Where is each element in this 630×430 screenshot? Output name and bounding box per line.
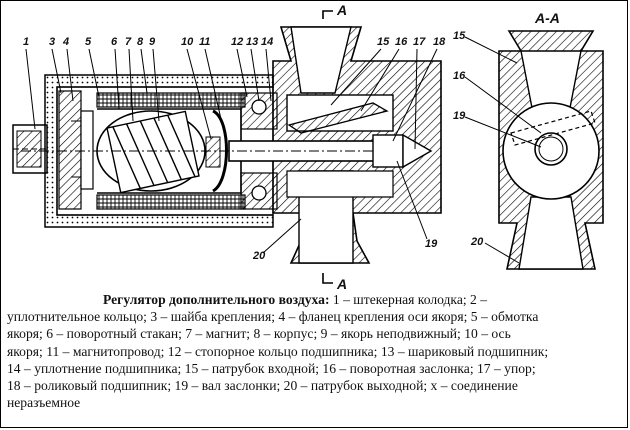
callout-16: 16: [395, 36, 408, 48]
callout-a-15: 15: [453, 30, 466, 42]
callout-labels: 1 3 4 5 6 7 8 9 10 11 12 13 14 15 16 17 …: [23, 36, 446, 262]
callout-11: 11: [199, 36, 210, 48]
section-line-a: [322, 10, 333, 284]
callout-14: 14: [261, 36, 273, 48]
callout-18: 18: [433, 36, 446, 48]
section-leader-lines: [464, 36, 542, 264]
view-title: А-А: [534, 10, 560, 26]
leader-lines: [25, 48, 438, 254]
callout-4: 4: [62, 36, 69, 48]
caption-line-2: уплотнительное кольцо; 3 – шайба креплен…: [7, 309, 539, 325]
section-mark-top: А: [336, 2, 347, 18]
callout-6: 6: [111, 36, 118, 48]
callout-a-19: 19: [453, 110, 466, 122]
callout-15: 15: [377, 36, 390, 48]
callout-1: 1: [23, 36, 29, 48]
regulator-drawing: А А 1 3 4 5 6 7 8 9 10 11 12 13 14 15 16…: [12, 2, 604, 291]
figure-caption: Регулятор дополнительного воздуха: 1 – ш…: [7, 291, 623, 427]
callout-9: 9: [149, 36, 156, 48]
caption-title: Регулятор дополнительного воздуха:: [103, 292, 330, 307]
callout-8: 8: [137, 36, 144, 48]
callout-12: 12: [231, 36, 243, 48]
sectional-view: А А 1 3 4 5 6 7 8 9 10 11 12 13 14 15 16…: [12, 2, 446, 291]
callout-7: 7: [125, 36, 132, 48]
caption-text-1: 1 – штекерная колодка; 2 –: [329, 292, 488, 307]
roller-bearing: [372, 134, 404, 168]
callout-a-20: 20: [470, 236, 484, 248]
stop: [402, 133, 433, 169]
callout-5: 5: [85, 36, 92, 48]
fixed-armature: [96, 110, 206, 194]
caption-line-7: неразъемное: [7, 395, 81, 411]
plug-connector: [12, 124, 48, 174]
callout-19: 19: [425, 238, 438, 250]
magnetic-circuit: [212, 109, 228, 193]
callout-3: 3: [49, 36, 55, 48]
section-mark-bottom: А: [336, 276, 347, 291]
callout-17: 17: [413, 36, 426, 48]
caption-line-1: Регулятор дополнительного воздуха: 1 – ш…: [7, 291, 623, 308]
rotary-flap: [287, 102, 389, 134]
caption-line-3: якоря; 6 – поворотный стакан; 7 – магнит…: [7, 326, 511, 342]
caption-line-4: якоря; 11 – магнитопровод; 12 – стопорно…: [7, 343, 549, 359]
caption-line-6: 18 – роликовый подшипник; 19 – вал засло…: [7, 378, 518, 394]
callout-20: 20: [252, 250, 266, 262]
flap-outline: [510, 110, 596, 146]
flange-cap: [58, 90, 94, 210]
shaft-section: [534, 132, 568, 166]
armature-winding-bottom: [96, 194, 246, 210]
callout-13: 13: [246, 36, 258, 48]
outlet-pipe: [518, 196, 584, 270]
callout-10: 10: [181, 36, 194, 48]
flap-shaft: [21, 133, 433, 169]
armature-axis-hub: [205, 136, 221, 168]
caption-line-5: 14 – уплотнение подшипника; 15 – патрубо…: [7, 360, 536, 376]
section-view-a-a: А-А 15 16 19 20: [453, 10, 604, 270]
callout-a-16: 16: [453, 70, 466, 82]
